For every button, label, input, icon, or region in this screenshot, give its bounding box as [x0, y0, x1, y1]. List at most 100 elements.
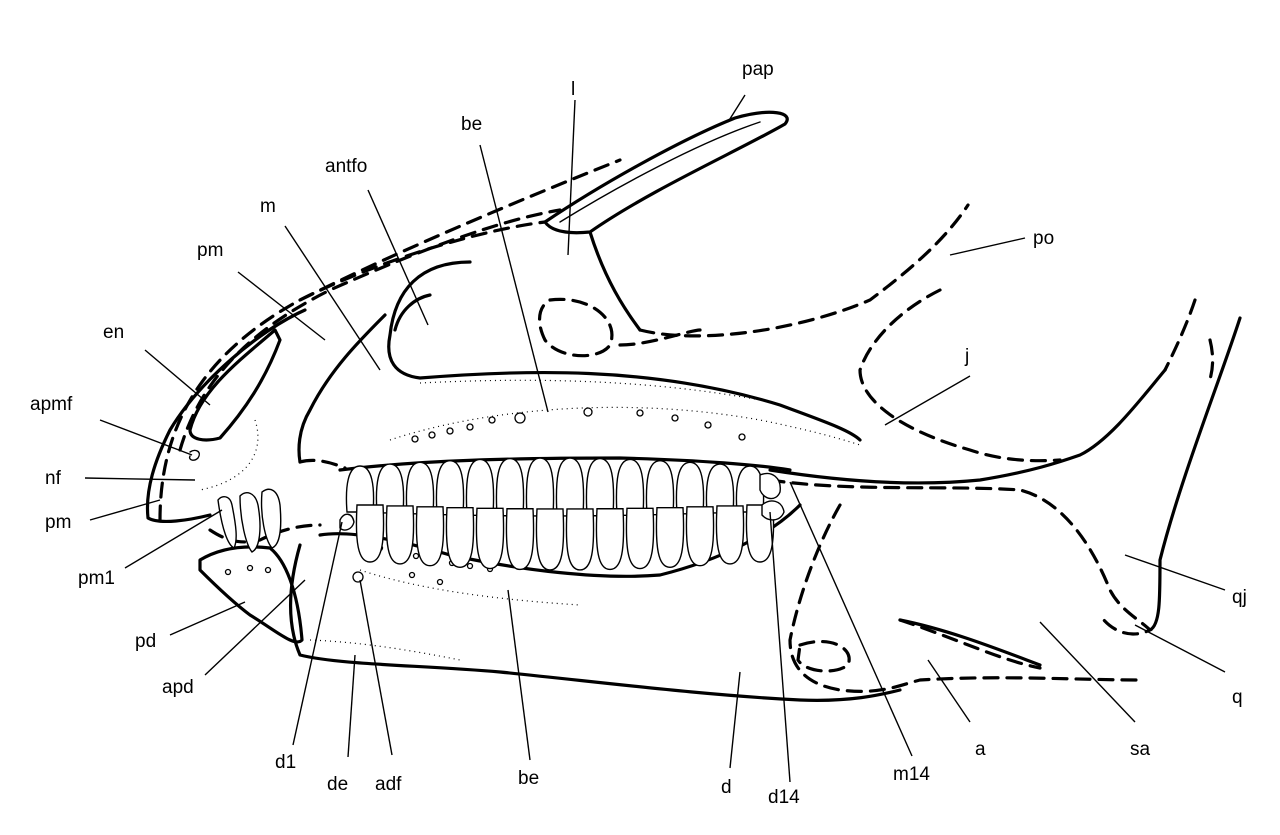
label-qj: qj — [1232, 587, 1247, 608]
predentary-dashed — [208, 523, 322, 544]
foramen — [466, 562, 474, 570]
leader-pap — [727, 94, 746, 123]
label-nf: nf — [45, 468, 62, 489]
leader-d — [729, 671, 741, 769]
lacrimal-outline — [588, 230, 642, 332]
maxilla-dashed-edge — [298, 458, 347, 470]
foramen — [436, 578, 444, 586]
leader-be-bottom — [507, 589, 531, 761]
dentary-tooth — [715, 505, 745, 565]
leader-d1 — [292, 521, 343, 746]
predentary-outline — [198, 545, 304, 644]
leader-de — [347, 654, 356, 758]
last-dentary-tooth — [761, 500, 785, 521]
leader-pd — [169, 601, 246, 636]
leader-pm-bottom — [89, 499, 161, 521]
label-a: a — [975, 739, 986, 760]
leader-j — [884, 375, 971, 426]
dentary-tooth — [505, 508, 535, 571]
premaxilla-outline — [145, 308, 307, 524]
prefrontal-dashed — [298, 220, 547, 302]
maxillary-tooth — [375, 463, 405, 514]
jugal-dashed — [858, 288, 1062, 463]
premaxilla-foramen-line — [188, 449, 200, 461]
leader-m — [284, 225, 381, 371]
leader-adf — [359, 579, 393, 756]
leader-nf — [84, 477, 196, 481]
premaxillary-tooth — [217, 496, 237, 549]
nasal-dashed-lower — [178, 208, 562, 452]
postorbital-dashed — [638, 203, 970, 338]
premaxilla-dotted — [199, 419, 259, 491]
foramen — [488, 416, 496, 424]
label-be-top: be — [461, 114, 482, 135]
label-apmf: apmf — [30, 394, 73, 415]
label-adf: adf — [375, 774, 402, 795]
foramen — [704, 421, 712, 429]
predentary-foramen — [246, 564, 254, 572]
label-l: l — [571, 79, 575, 100]
maxillary-tooth — [465, 458, 495, 516]
jugal-suture-dashed — [618, 328, 702, 347]
external-naris — [188, 328, 282, 442]
buccal-emargination-upper-dotted — [389, 406, 861, 446]
maxillary-tooth — [705, 463, 735, 514]
label-pap: pap — [742, 59, 774, 80]
label-d1: d1 — [275, 752, 296, 773]
reconstructed-outlines — [158, 158, 1215, 693]
maxilla-upper-rim — [387, 260, 862, 442]
label-pm-top: pm — [197, 240, 223, 261]
dentary-tooth — [355, 504, 385, 563]
surangular-outline — [898, 618, 1042, 667]
leader-a — [927, 659, 971, 723]
dentary-tooth — [445, 506, 475, 569]
buccal-emargination-lower-dotted — [359, 569, 581, 606]
foramen — [583, 407, 593, 417]
quadrate-dashed — [1206, 338, 1215, 387]
maxillary-tooth — [405, 461, 435, 515]
foramen — [408, 571, 416, 579]
skull-outlines — [145, 110, 1242, 702]
leader-qj — [1124, 554, 1226, 591]
foramen — [411, 435, 419, 443]
foramen — [671, 414, 679, 422]
label-apd: apd — [162, 677, 194, 698]
maxillary-tooth — [435, 459, 465, 516]
leader-en — [144, 349, 211, 406]
maxilla-dotted — [419, 379, 761, 401]
maxillary-tooth — [585, 457, 615, 517]
dentary-tooth — [625, 507, 655, 570]
leader-l — [567, 99, 576, 256]
leader-pm1 — [124, 509, 223, 569]
leader-lines — [84, 94, 1226, 783]
leader-po — [949, 237, 1026, 256]
quadrate-outline — [1148, 316, 1242, 632]
maxillary-tooth — [495, 457, 525, 517]
lacrimal-foramen-dashed — [537, 297, 614, 358]
maxillary-tooth — [645, 459, 675, 516]
dentary-dotted — [309, 639, 461, 661]
label-sa: sa — [1130, 739, 1151, 760]
teeth — [217, 457, 785, 571]
foramen — [738, 433, 746, 441]
dentary-tooth — [535, 508, 565, 571]
maxillary-tooth — [345, 465, 375, 513]
dentary-tooth — [655, 506, 685, 569]
predentary-foramen — [224, 568, 232, 576]
leader-antfo — [367, 189, 429, 326]
postorbital-process-outline — [543, 110, 789, 235]
label-be-bottom: be — [518, 768, 539, 789]
premaxillary-tooth — [239, 492, 261, 553]
maxillary-tooth — [525, 457, 555, 517]
maxillary-tooth — [555, 457, 585, 517]
maxillary-tooth — [615, 458, 645, 516]
foramen — [514, 412, 526, 424]
mandibular-fenestra-dashed — [796, 639, 851, 673]
upper-tooth-row — [345, 457, 765, 517]
label-m14: m14 — [893, 764, 930, 785]
label-en: en — [103, 322, 124, 343]
label-pd: pd — [135, 631, 156, 652]
dentary-tooth — [415, 506, 445, 567]
leader-apmf — [99, 419, 193, 456]
